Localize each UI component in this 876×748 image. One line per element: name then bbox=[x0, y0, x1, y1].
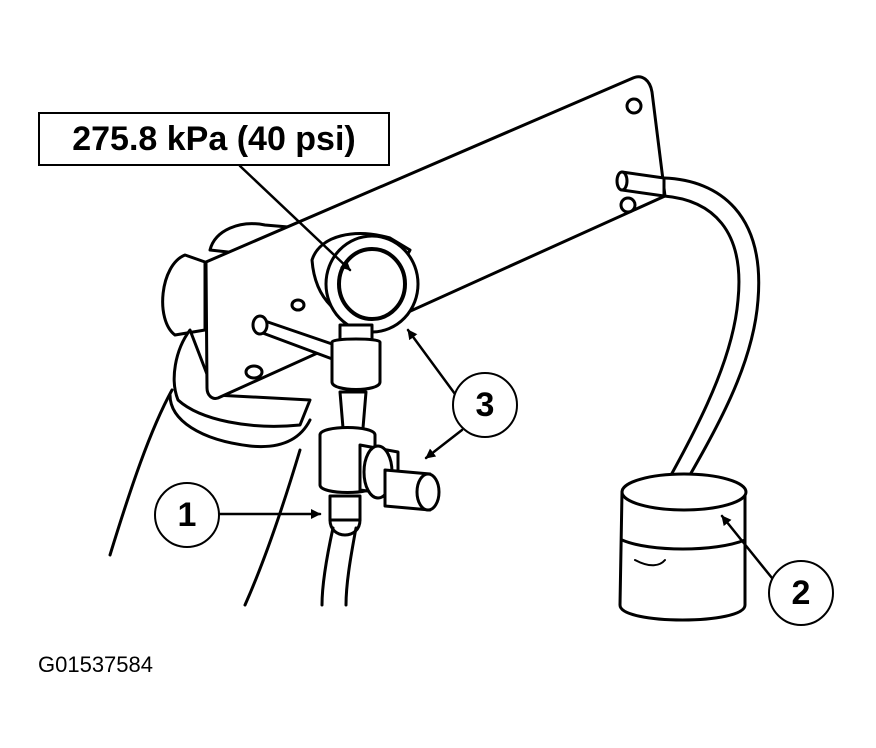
plate-fitting bbox=[615, 170, 666, 198]
figure-id: G01537584 bbox=[38, 652, 153, 677]
pressure-label: 275.8 kPa (40 psi) bbox=[38, 112, 390, 166]
pipe-assembly bbox=[330, 323, 382, 442]
callout-3: 3 bbox=[452, 372, 518, 438]
mounting-plate bbox=[204, 75, 667, 400]
callout-1: 1 bbox=[154, 482, 220, 548]
device-body bbox=[108, 388, 312, 607]
leader-lines bbox=[218, 164, 774, 580]
drain-hose bbox=[634, 176, 761, 547]
outlet-hose bbox=[320, 526, 358, 607]
collection-beaker bbox=[618, 472, 748, 622]
callout-2: 2 bbox=[768, 560, 834, 626]
outlet-fitting bbox=[328, 494, 362, 537]
tee-valve bbox=[318, 426, 441, 512]
